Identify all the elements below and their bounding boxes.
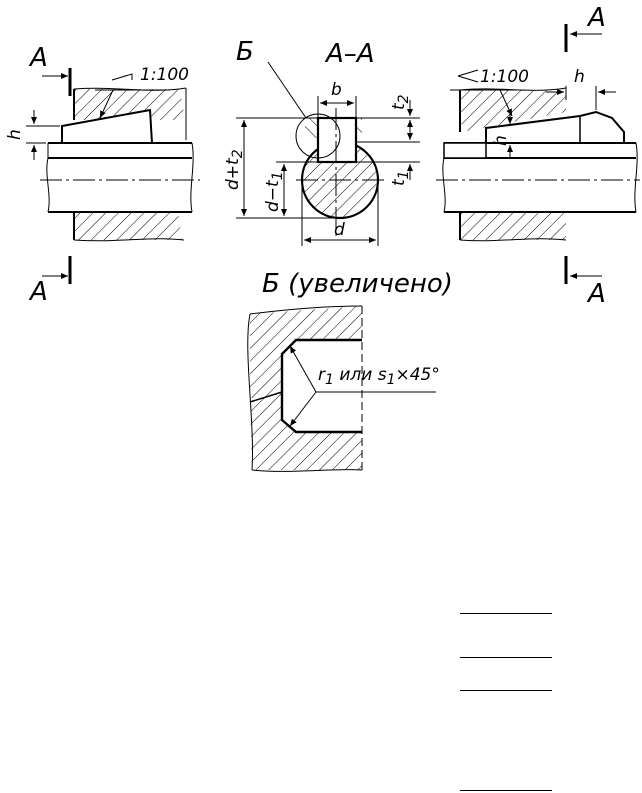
dim-d-plus-t2: d+t2: [223, 149, 246, 190]
taper-label-right: 1:100: [480, 67, 529, 87]
enlarged-title: Б (увеличено): [262, 269, 453, 299]
dim-d: d: [334, 220, 345, 240]
section-title: А–А: [324, 39, 375, 69]
dim-d-minus-t1: d−t1: [263, 171, 286, 212]
dim-h-left: h: [5, 129, 25, 140]
left-view: [26, 68, 200, 284]
section-mark-bottom-left: А: [28, 277, 48, 307]
blank-line-2: [460, 657, 552, 658]
dim-b: b: [331, 80, 342, 100]
dim-t1: t1: [389, 170, 412, 186]
dim-h-right: h: [491, 135, 511, 146]
dim-h-head: h: [574, 67, 585, 87]
section-mark-top-right: А: [586, 3, 606, 33]
blank-line-3: [460, 690, 552, 691]
blank-line-1: [460, 613, 552, 614]
taper-label-left: 1:100: [140, 65, 189, 85]
blank-line-4: [460, 790, 552, 791]
section-mark-top-left: А: [28, 43, 48, 73]
enlarged-detail: [247, 305, 436, 472]
view-mark-b: Б: [236, 37, 254, 67]
hub-bottom-left: [74, 212, 182, 240]
callout-r1-s1: r1 или s1×45°: [318, 365, 440, 388]
section-view: [236, 61, 420, 246]
right-view: [436, 24, 640, 284]
dim-t2: t2: [389, 94, 412, 110]
section-mark-bottom-right: А: [586, 279, 606, 309]
